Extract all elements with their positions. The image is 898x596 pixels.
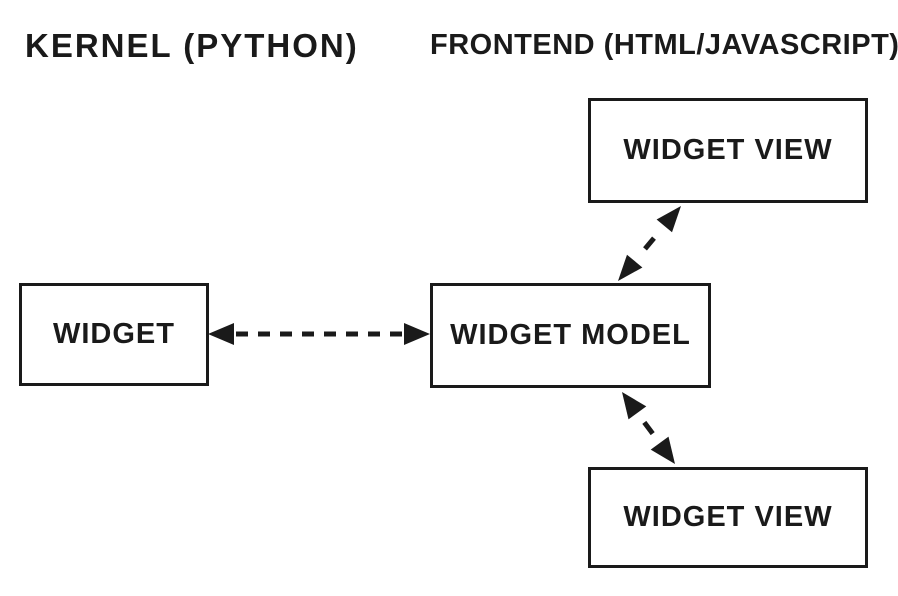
widget-view-bottom-node: WIDGET VIEW	[588, 467, 868, 568]
widget-node: WIDGET	[19, 283, 209, 386]
model-to-top-view-arrow	[618, 206, 681, 281]
widget-to-model-arrow	[208, 323, 430, 345]
widget-model-node: WIDGET MODEL	[430, 283, 711, 388]
kernel-section-label: KERNEL (PYTHON)	[25, 27, 359, 64]
widget-model-node-label: WIDGET MODEL	[450, 319, 691, 351]
model-to-bottom-view-arrow	[622, 392, 675, 464]
widget-view-top-node: WIDGET VIEW	[588, 98, 868, 203]
frontend-section-label: FRONTEND (HTML/JAVASCRIPT)	[430, 29, 898, 61]
widget-view-bottom-node-label: WIDGET VIEW	[623, 501, 833, 533]
widget-view-top-node-label: WIDGET VIEW	[623, 134, 833, 166]
widget-node-label: WIDGET	[53, 318, 175, 350]
